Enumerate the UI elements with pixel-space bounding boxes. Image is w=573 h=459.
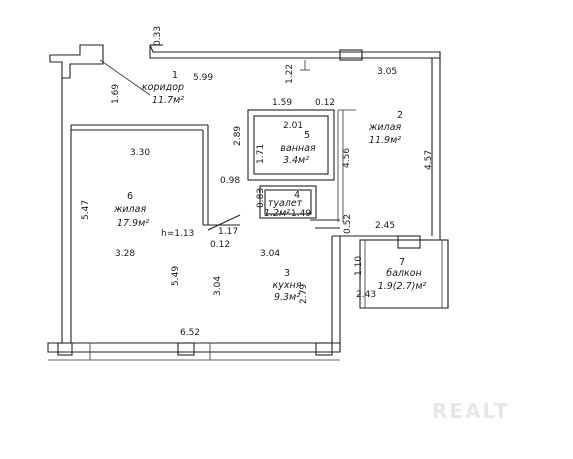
interior-walls bbox=[71, 59, 449, 309]
dim-label: 4.57 bbox=[424, 150, 434, 170]
dim-label: 4.56 bbox=[342, 148, 352, 168]
dim-label: 3.28 bbox=[115, 249, 135, 259]
dim-label: 1.69 bbox=[111, 84, 121, 104]
dim-label: 1.49 bbox=[291, 209, 311, 219]
dim-label: 0.52 bbox=[343, 214, 353, 234]
room-6-area: 17.9м² bbox=[117, 218, 149, 229]
dim-label: 2.45 bbox=[375, 221, 395, 231]
room-6-number: 6 bbox=[127, 191, 133, 202]
realt-watermark: REALT bbox=[432, 399, 510, 423]
room-4-name: туалет bbox=[268, 198, 303, 209]
room-4-number: 4 bbox=[294, 190, 300, 201]
room-7-number: 7 bbox=[399, 257, 405, 268]
dim-label: 1.71 bbox=[256, 144, 266, 164]
dim-label: 5.99 bbox=[193, 73, 213, 83]
dim-label: 6.52 bbox=[180, 328, 200, 338]
dim-label: 3.05 bbox=[377, 67, 397, 77]
dim-label: h=1.13 bbox=[161, 229, 194, 239]
dim-label: 0.98 bbox=[220, 176, 240, 186]
dim-label: 0.83 bbox=[256, 188, 266, 208]
dim-label: 5.49 bbox=[171, 266, 181, 286]
dim-label: 1.22 bbox=[285, 64, 295, 84]
room-3-name: кухня bbox=[273, 280, 302, 291]
dim-label: 3.30 bbox=[130, 148, 150, 158]
room-1-area: 11.7м² bbox=[152, 95, 184, 106]
room-3-number: 3 bbox=[284, 268, 290, 279]
room-5-number: 5 bbox=[304, 130, 310, 141]
room-5-name: ванная bbox=[280, 143, 316, 154]
dim-label: 2.01 bbox=[283, 121, 303, 131]
dim-label: 0.12 bbox=[210, 240, 230, 250]
dim-label: 1.17 bbox=[218, 227, 238, 237]
dim-label: 5.47 bbox=[81, 200, 91, 220]
room-2-number: 2 bbox=[397, 110, 403, 121]
room-2-area: 11.9м² bbox=[369, 135, 401, 146]
room-1-name: коридор bbox=[142, 82, 184, 93]
room-1-number: 1 bbox=[172, 70, 178, 81]
dim-label: 1.10 bbox=[354, 256, 364, 276]
room-3-area: 9.3м² bbox=[274, 292, 300, 303]
room-7-name: балкон bbox=[386, 268, 422, 279]
dim-label: 3.04 bbox=[213, 276, 223, 296]
dimension-labels: 0.33 5.99 1.69 1.22 3.05 1.59 0.12 2.01 … bbox=[81, 26, 434, 338]
dim-label: 2.79 bbox=[299, 284, 309, 304]
room-5-area: 3.4м² bbox=[283, 155, 309, 166]
room-6-name: жилая bbox=[113, 204, 147, 215]
dim-label: 3.04 bbox=[260, 249, 280, 259]
dim-label: 2.89 bbox=[233, 126, 243, 146]
room-7-area: 1.9(2.7)м² bbox=[378, 281, 427, 292]
room-4-area: 1.2м² bbox=[264, 208, 290, 219]
dim-label: 0.33 bbox=[153, 26, 163, 46]
room-2-name: жилая bbox=[368, 122, 402, 133]
dim-label: 0.12 bbox=[315, 98, 335, 108]
dim-label: 1.59 bbox=[272, 98, 292, 108]
dim-label: 2.43 bbox=[356, 290, 376, 300]
room-labels: 1 коридор 11.7м² 2 жилая 11.9м² 3 кухня … bbox=[113, 70, 427, 303]
outer-walls bbox=[47, 44, 441, 361]
